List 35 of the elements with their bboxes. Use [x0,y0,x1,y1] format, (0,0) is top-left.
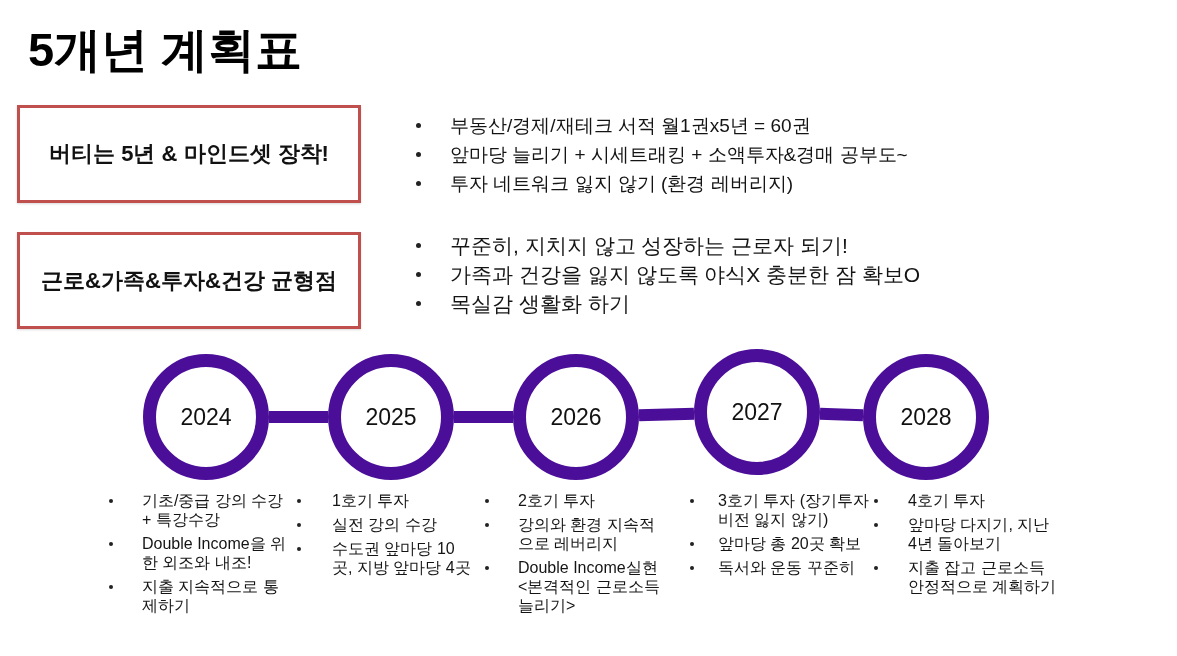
bullet-text: Double Income실현 <본격적인 근로소득 늘리기> [518,558,661,615]
connector-line [269,411,328,423]
bullet-text: Double Income을 위한 외조와 내조! [142,534,288,572]
goal-text: 근로&가족&투자&건강 균형점 [41,266,337,295]
bullet-text: 투자 네트워크 잃지 않기 (환경 레버리지) [450,172,795,196]
bullet-text: 지출 지속적으로 통제하기 [142,577,280,615]
bullet-text: 2호기 투자 [518,491,597,510]
bullet-text: 부동산/경제/재테크 서적 월1권x5년 = 60권 [450,114,812,138]
year-label: 2025 [365,403,417,431]
bullet-text: 기초/중급 강의 수강 + 특강수강 [142,491,285,529]
goal-box [17,232,361,329]
year-label: 2026 [550,403,602,431]
bullet-text: 3호기 투자 (장기투자 비전 잃지 않기) [718,491,870,529]
bullet-text: 강의와 환경 지속적으로 레버리지 [518,515,656,553]
connector-line [819,407,864,422]
connector-line [454,411,513,423]
bullet-text: 실전 강의 수강 [332,515,438,534]
bullet-text: 목실감 생활화 하기 [450,291,631,317]
bullet-text: 꾸준히, 지치지 않고 성장하는 근로자 되기! [450,233,849,259]
year-label: 2024 [180,403,232,431]
title: 5개년 계획표 [28,22,303,78]
connector-line [638,407,695,422]
bullet-text: 지출 잡고 근로소득 안정적으로 계획하기 [908,558,1058,596]
bullet-text: 가족과 건강을 잃지 않도록 야식X 충분한 잠 확보O [450,262,922,288]
year-label: 2028 [900,403,952,431]
goal-text: 버티는 5년 & 마인드셋 장착! [49,140,329,168]
bullet-text: 앞마당 늘리기 + 시세트래킹 + 소액투자&경매 공부도~ [450,143,909,167]
bullet-text: 4호기 투자 [908,491,987,510]
bullet-text: 독서와 운동 꾸준히 [718,558,856,577]
bullet-text: 1호기 투자 [332,491,411,510]
bullet-text: 앞마당 다지기, 지난 4년 돌아보기 [908,515,1051,553]
bullet-text: 수도권 앞마당 10곳, 지방 앞마당 4곳 [332,539,472,577]
goal-box [17,105,361,203]
bullet-text: 앞마당 총 20곳 확보 [718,534,863,553]
year-label: 2027 [731,398,783,426]
